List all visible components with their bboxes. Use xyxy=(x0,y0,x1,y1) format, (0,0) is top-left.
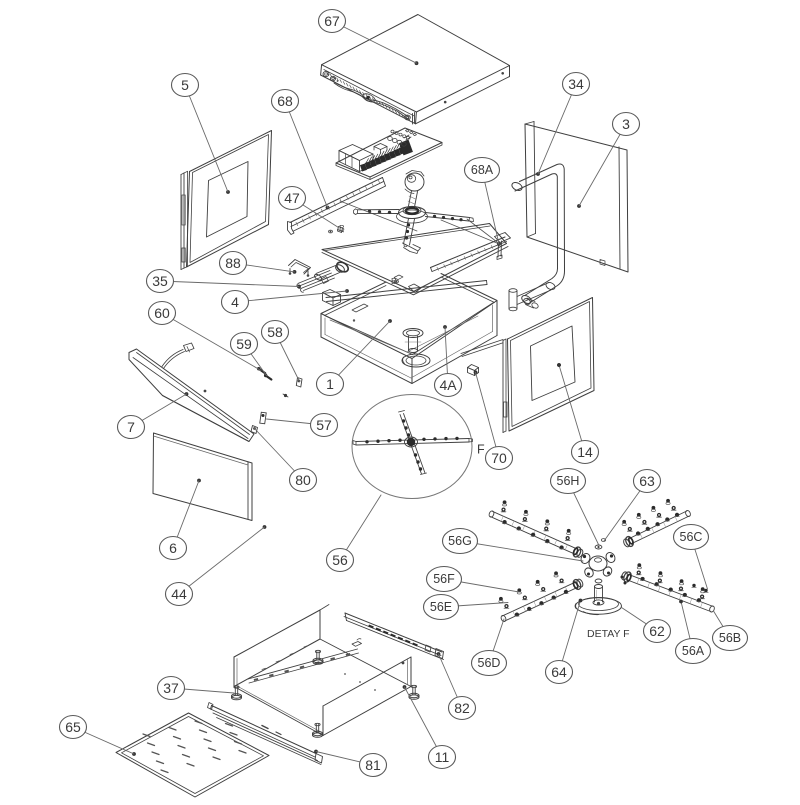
svg-text:1: 1 xyxy=(326,376,334,392)
svg-text:35: 35 xyxy=(152,273,168,289)
svg-text:81: 81 xyxy=(365,757,381,773)
svg-text:47: 47 xyxy=(284,190,300,206)
svg-text:56H: 56H xyxy=(557,474,580,488)
svg-text:67: 67 xyxy=(324,13,340,29)
svg-text:56A: 56A xyxy=(682,644,705,658)
svg-text:60: 60 xyxy=(154,305,170,321)
svg-text:56F: 56F xyxy=(433,572,455,586)
svg-text:F: F xyxy=(477,443,485,457)
svg-text:56: 56 xyxy=(332,552,348,568)
svg-text:DETAY F: DETAY F xyxy=(587,628,630,640)
svg-text:68A: 68A xyxy=(471,163,494,177)
svg-text:56D: 56D xyxy=(478,656,501,670)
svg-text:70: 70 xyxy=(491,450,507,466)
svg-text:4A: 4A xyxy=(439,377,457,393)
svg-text:88: 88 xyxy=(225,255,241,271)
svg-text:6: 6 xyxy=(169,540,177,556)
svg-text:5: 5 xyxy=(181,77,189,93)
svg-text:3: 3 xyxy=(622,116,630,132)
svg-text:68: 68 xyxy=(277,93,293,109)
svg-text:14: 14 xyxy=(577,444,593,460)
svg-text:56G: 56G xyxy=(448,534,472,548)
svg-text:34: 34 xyxy=(568,76,584,92)
svg-text:44: 44 xyxy=(171,586,187,602)
svg-text:82: 82 xyxy=(454,700,470,716)
svg-text:B: B xyxy=(339,223,345,233)
svg-text:56B: 56B xyxy=(719,631,741,645)
svg-text:57: 57 xyxy=(316,417,332,433)
svg-text:37: 37 xyxy=(163,680,179,696)
svg-text:59: 59 xyxy=(236,336,252,352)
svg-text:62: 62 xyxy=(649,623,665,639)
svg-text:64: 64 xyxy=(551,664,567,680)
svg-text:80: 80 xyxy=(295,472,311,488)
svg-text:4: 4 xyxy=(231,294,239,310)
svg-text:65: 65 xyxy=(65,719,81,735)
svg-text:7: 7 xyxy=(127,419,135,435)
svg-text:11: 11 xyxy=(435,749,450,765)
svg-text:B: B xyxy=(391,276,397,286)
svg-text:56C: 56C xyxy=(680,530,703,544)
svg-text:63: 63 xyxy=(639,473,655,489)
svg-text:58: 58 xyxy=(267,324,283,340)
svg-text:56E: 56E xyxy=(430,600,452,614)
